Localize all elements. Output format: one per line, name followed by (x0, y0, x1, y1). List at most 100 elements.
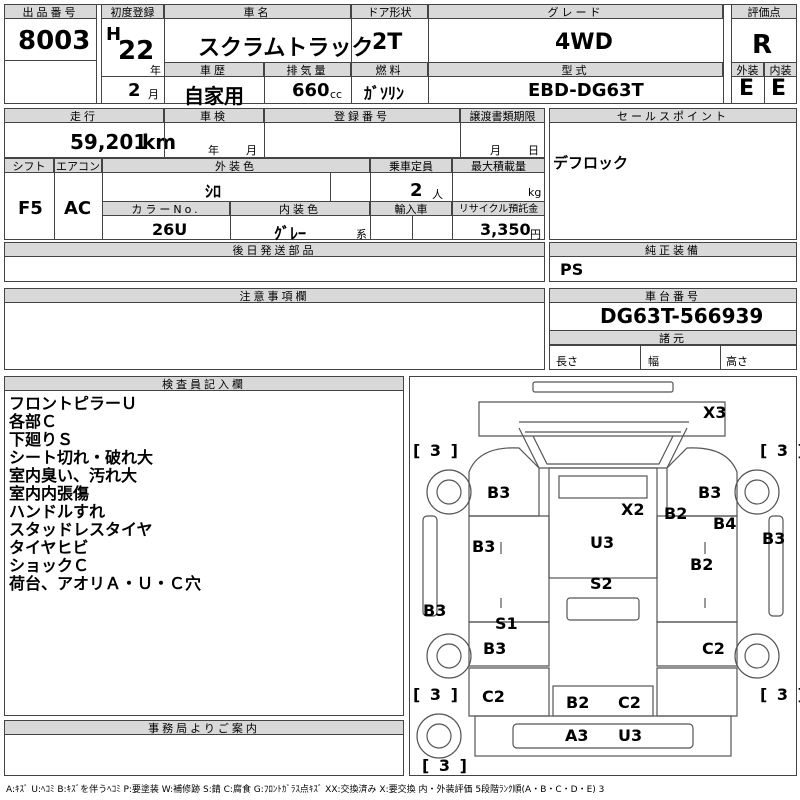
inspector-note: タイヤヒビ (9, 538, 89, 557)
mileage: 59,201 (70, 130, 148, 154)
reg-month-unit: 月 (148, 88, 159, 101)
divider (452, 158, 453, 240)
bracket-rear-right: [ 3 ] (760, 685, 800, 704)
genuine: PS (560, 260, 584, 279)
inspector-label: 検査員記入欄 (4, 376, 404, 391)
damage-label: U3 (618, 726, 643, 745)
damage-label: B3 (698, 483, 722, 502)
diagram-box (409, 376, 797, 776)
divider (101, 4, 102, 104)
damage-label: B3 (762, 529, 786, 548)
lot-no-label: 出品番号 (4, 4, 97, 19)
fuel: ｶﾞｿﾘﾝ (364, 84, 405, 103)
interior-color-suffix: 系 (356, 228, 367, 241)
damage-label: B2 (566, 693, 590, 712)
genuine-label: 純正装備 (549, 242, 797, 257)
inspector-note: 室内内張傷 (9, 484, 90, 503)
bracket-spare: [ 3 ] (422, 756, 469, 775)
displacement-label: 排気量 (264, 62, 351, 77)
color: ｼﾛ (205, 182, 222, 201)
reg-no-label: 登録番号 (264, 108, 460, 123)
inspector-note: 下廻りＳ (9, 430, 74, 449)
inspection-month-unit: 月 (246, 144, 257, 157)
exterior-score: E (739, 76, 755, 101)
caution-label: 注意事項欄 (4, 288, 545, 303)
damage-label: C2 (618, 693, 641, 712)
grade: 4WD (555, 30, 613, 55)
damage-label: U3 (590, 533, 615, 552)
damage-label: B3 (472, 537, 496, 556)
lot-no: 8003 (18, 26, 91, 56)
bracket-front-left: [ 3 ] (413, 441, 460, 460)
shift-label: シフト (4, 158, 54, 173)
spec-label: 諸元 (549, 330, 797, 345)
damage-label: A3 (565, 726, 589, 745)
color-label: 外装色 (102, 158, 370, 173)
color-no-label: カラーNo. (102, 201, 230, 216)
car-name-label: 車名 (164, 4, 351, 19)
divider (351, 62, 352, 104)
interior-score: E (771, 76, 787, 101)
reg-year-unit: 年 (150, 64, 161, 77)
damage-label: B3 (483, 639, 507, 658)
sales-point-box (549, 108, 797, 240)
recycle-label: リサイクル預託金 (452, 201, 545, 216)
inspector-note: 室内臭い、汚れ大 (9, 466, 138, 485)
damage-label: B4 (713, 514, 737, 533)
era: H (106, 24, 122, 45)
divider (351, 4, 352, 62)
inspector-note: シート切れ・破れ大 (9, 448, 154, 467)
history-label: 車歴 (164, 62, 264, 77)
divider (96, 4, 97, 104)
mileage-unit: km (142, 130, 177, 154)
divider (460, 108, 461, 158)
sales-point-label: セールスポイント (549, 108, 797, 123)
displacement-unit: cc (330, 88, 343, 101)
displacement: 660 (292, 80, 330, 101)
divider (4, 60, 97, 61)
car-name: スクラムトラック (198, 36, 374, 61)
import-label: 輸入車 (370, 201, 452, 216)
max-load-label: 最大積載量 (452, 158, 545, 173)
mileage-label: 走行 (4, 108, 164, 123)
damage-label: B3 (487, 483, 511, 502)
legend: A:ｷｽﾞ U:ﾍｺﾐ B:ｷｽﾞを伴うﾍｺﾐ P:要塗装 W:補修跡 S:錆 … (6, 785, 605, 795)
damage-label: S1 (495, 614, 518, 633)
damage-label: C2 (702, 639, 725, 658)
recycle-unit: 円 (530, 228, 541, 241)
reg-year: 22 (118, 36, 155, 66)
inspector-note: 荷台、アオリＡ・Ｕ・Ｃ穴 (9, 574, 202, 593)
shift: F5 (18, 198, 43, 219)
interior-color-label: 内装色 (230, 201, 370, 216)
interior-label: 内装 (764, 62, 797, 77)
capacity: 2 (410, 180, 423, 201)
inspector-notes: フロントピラーＵ 各部Ｃ 下廻りＳ シート切れ・破れ大 室内臭い、汚れ大 室内内… (9, 395, 399, 593)
door: 2T (372, 30, 403, 55)
inspection-label: 車検 (164, 108, 264, 123)
damage-label: X2 (621, 500, 645, 519)
divider (412, 216, 413, 240)
score-label: 評価点 (731, 4, 797, 19)
width-label: 幅 (648, 355, 659, 368)
divider (101, 76, 164, 77)
sales-point: デフロック (553, 154, 629, 172)
damage-label: X3 (703, 403, 727, 422)
damage-label: S2 (590, 574, 613, 593)
divider (640, 345, 641, 370)
model-label: 型式 (428, 62, 723, 77)
divider (428, 4, 429, 104)
divider (549, 345, 797, 346)
divider (723, 4, 724, 104)
damage-label: C2 (482, 687, 505, 706)
bracket-rear-left: [ 3 ] (413, 685, 460, 704)
history: 自家用 (184, 84, 244, 108)
max-load-unit: kg (528, 186, 542, 199)
ac: AC (64, 198, 92, 219)
inspector-note: 各部Ｃ (9, 412, 58, 431)
divider (164, 4, 165, 104)
office-label: 事務局よりご案内 (4, 720, 404, 735)
chassis-label: 車台番号 (549, 288, 797, 303)
grade-label: グレード (428, 4, 723, 19)
damage-label: B2 (664, 504, 688, 523)
fuel-label: 燃料 (351, 62, 428, 77)
